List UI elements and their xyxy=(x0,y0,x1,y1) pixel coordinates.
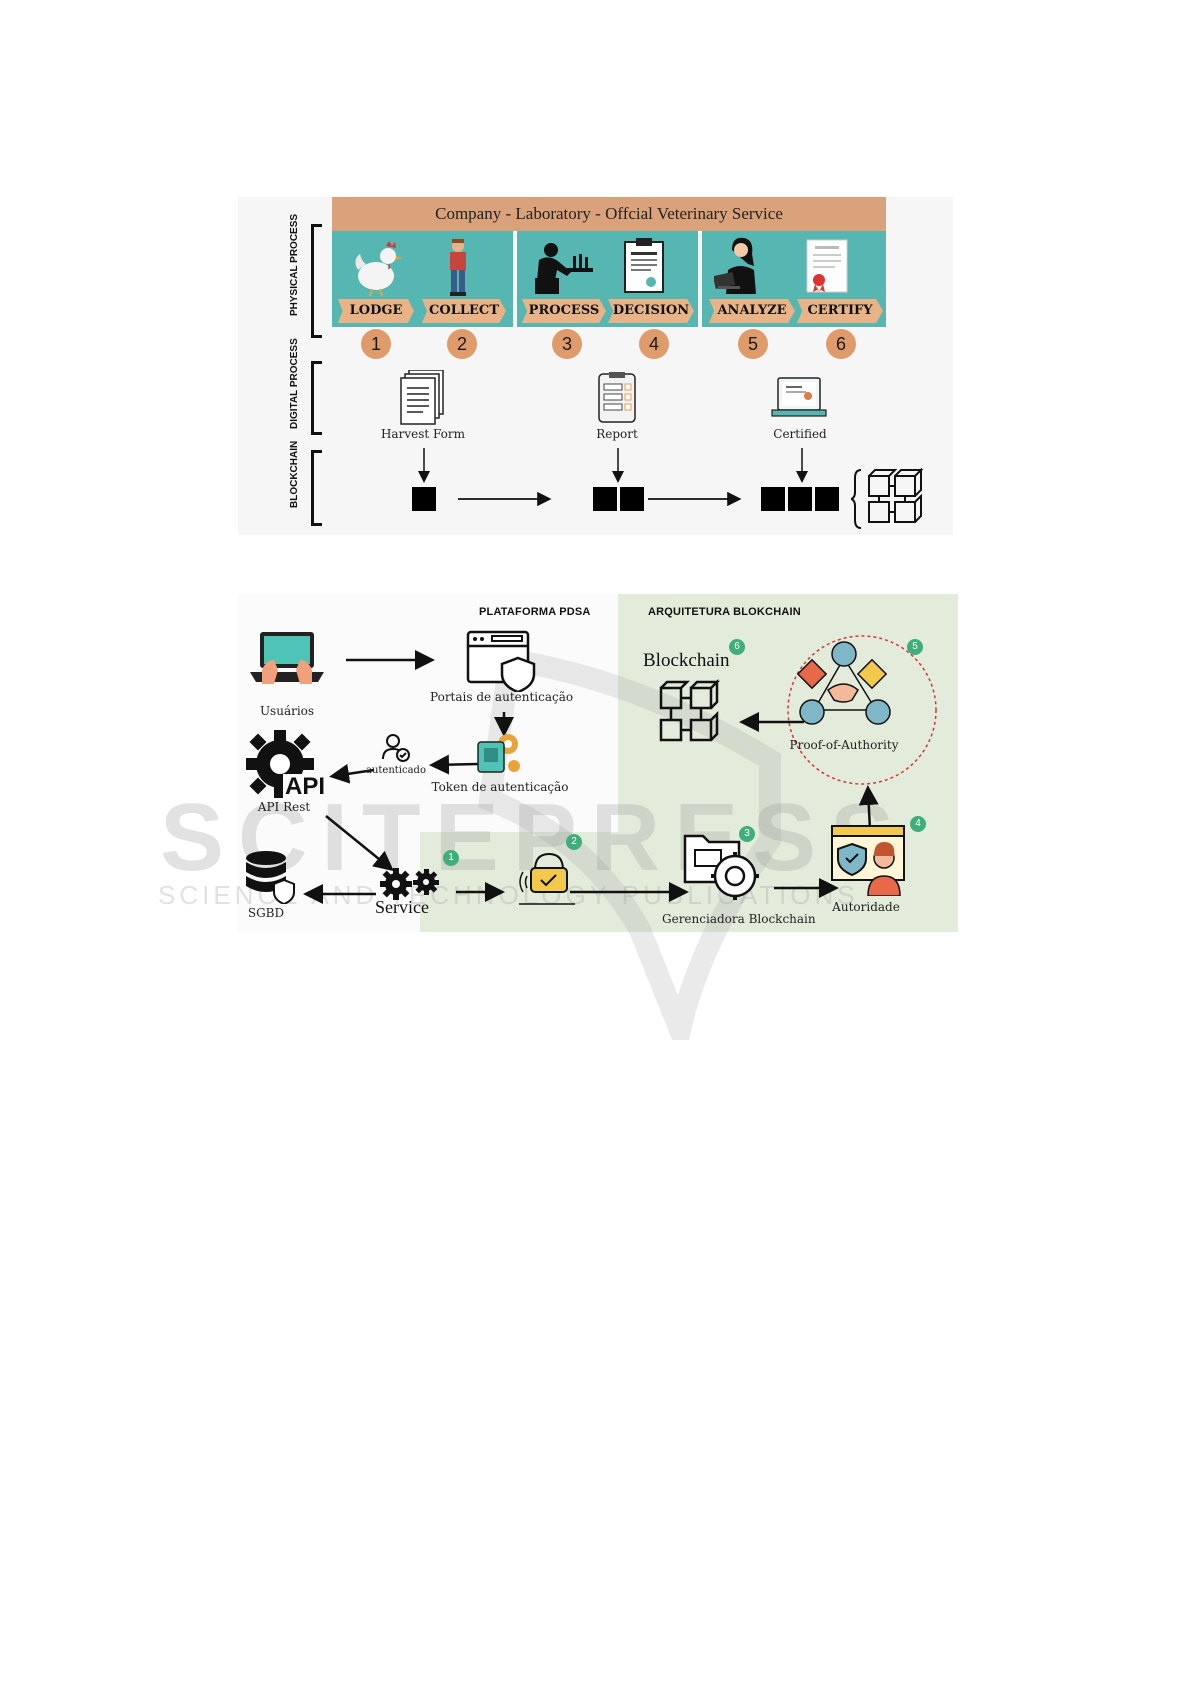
certified-laptop-icon xyxy=(771,377,827,417)
side-label-digital: DIGITAL PROCESS xyxy=(289,338,300,429)
chain-block-3c xyxy=(815,487,839,511)
caption-autoridade: Autoridade xyxy=(832,900,900,914)
clipboard-icon xyxy=(624,238,664,293)
step-badge-6: 6 xyxy=(729,639,745,655)
caption-sgbd: SGBD xyxy=(247,906,285,920)
step-number-4: 4 xyxy=(639,329,669,359)
blockchain-manager-folder-gear-icon xyxy=(683,834,759,900)
chain-block-3b xyxy=(788,487,812,511)
caption-harvest-form: Harvest Form xyxy=(380,427,466,441)
step-number-5: 5 xyxy=(738,329,768,359)
figure-1-header: Company - Laboratory - Offcial Veterinar… xyxy=(332,197,886,231)
chain-block-3a xyxy=(761,487,785,511)
certificate-icon xyxy=(806,239,848,293)
caption-certified: Certified xyxy=(773,427,827,441)
report-checklist-icon xyxy=(598,372,636,423)
figure-2-arrows xyxy=(303,635,937,904)
step-process: PROCESS xyxy=(522,299,606,323)
caption-report: Report xyxy=(596,427,638,441)
step-decision: DECISION xyxy=(608,299,694,323)
caption-token: Token de autenticação xyxy=(431,780,569,794)
caption-usuarios: Usuários xyxy=(259,704,315,718)
user-laptop-icon xyxy=(250,632,324,684)
step-badge-2: 2 xyxy=(566,834,582,850)
step-number-6: 6 xyxy=(826,329,856,359)
auth-portal-shield-icon xyxy=(466,630,536,692)
document-stack-icon xyxy=(400,370,444,425)
analyst-laptop-icon xyxy=(714,237,756,294)
service-gears-icon xyxy=(380,868,439,900)
step-badge-1: 1 xyxy=(443,850,459,866)
arquitetura-blockchain-title: ARQUITETURA BLOKCHAIN xyxy=(648,606,801,618)
caption-api-rest: API Rest xyxy=(257,800,311,814)
blockchain-row-arrows xyxy=(418,448,808,507)
watermark-shape xyxy=(477,647,781,1040)
bracket-blockchain xyxy=(311,450,322,526)
side-label-physical: PHYSICAL PROCESS xyxy=(289,213,300,316)
caption-portais: Portais de autenticação xyxy=(430,690,574,704)
auth-token-gear-icon xyxy=(477,734,520,773)
caption-proof-of-authority: Proof-of-Authority xyxy=(789,738,899,752)
step-certify: CERTIFY xyxy=(797,299,883,323)
step-number-2: 2 xyxy=(447,329,477,359)
blockchain-title: Blockchain xyxy=(643,650,730,671)
plataforma-pdsa-title: PLATAFORMA PDSA xyxy=(479,606,591,618)
blockchain-cubes-icon xyxy=(851,468,924,529)
step-collect: COLLECT xyxy=(422,299,506,323)
farmer-icon xyxy=(450,239,466,296)
caption-autenticado: autenticado xyxy=(366,765,426,776)
step-badge-3: 3 xyxy=(739,826,755,842)
step-number-1: 1 xyxy=(361,329,391,359)
step-analyze: ANALYZE xyxy=(709,299,795,323)
chain-block-1 xyxy=(412,487,436,511)
lab-worker-icon xyxy=(535,243,593,294)
authenticated-user-icon xyxy=(382,734,410,762)
chain-block-2a xyxy=(593,487,617,511)
step-badge-4: 4 xyxy=(910,816,926,832)
database-shield-icon xyxy=(246,851,295,904)
chain-block-2b xyxy=(620,487,644,511)
step-lodge: LODGE xyxy=(338,299,414,323)
proof-of-authority-network-icon xyxy=(796,641,891,725)
authority-person-shield-icon xyxy=(831,825,905,896)
caption-service: Service xyxy=(375,897,429,917)
caption-gerenciadora: Gerenciadora Blockchain xyxy=(662,912,816,926)
step-number-3: 3 xyxy=(552,329,582,359)
bracket-digital xyxy=(311,361,322,435)
chicken-icon xyxy=(355,241,402,296)
step-badge-5: 5 xyxy=(907,639,923,655)
api-label: API xyxy=(283,773,328,800)
blockchain-cubes-icon-2 xyxy=(659,678,721,742)
fingerprint-lock-icon xyxy=(519,852,575,905)
bracket-physical xyxy=(311,224,322,338)
